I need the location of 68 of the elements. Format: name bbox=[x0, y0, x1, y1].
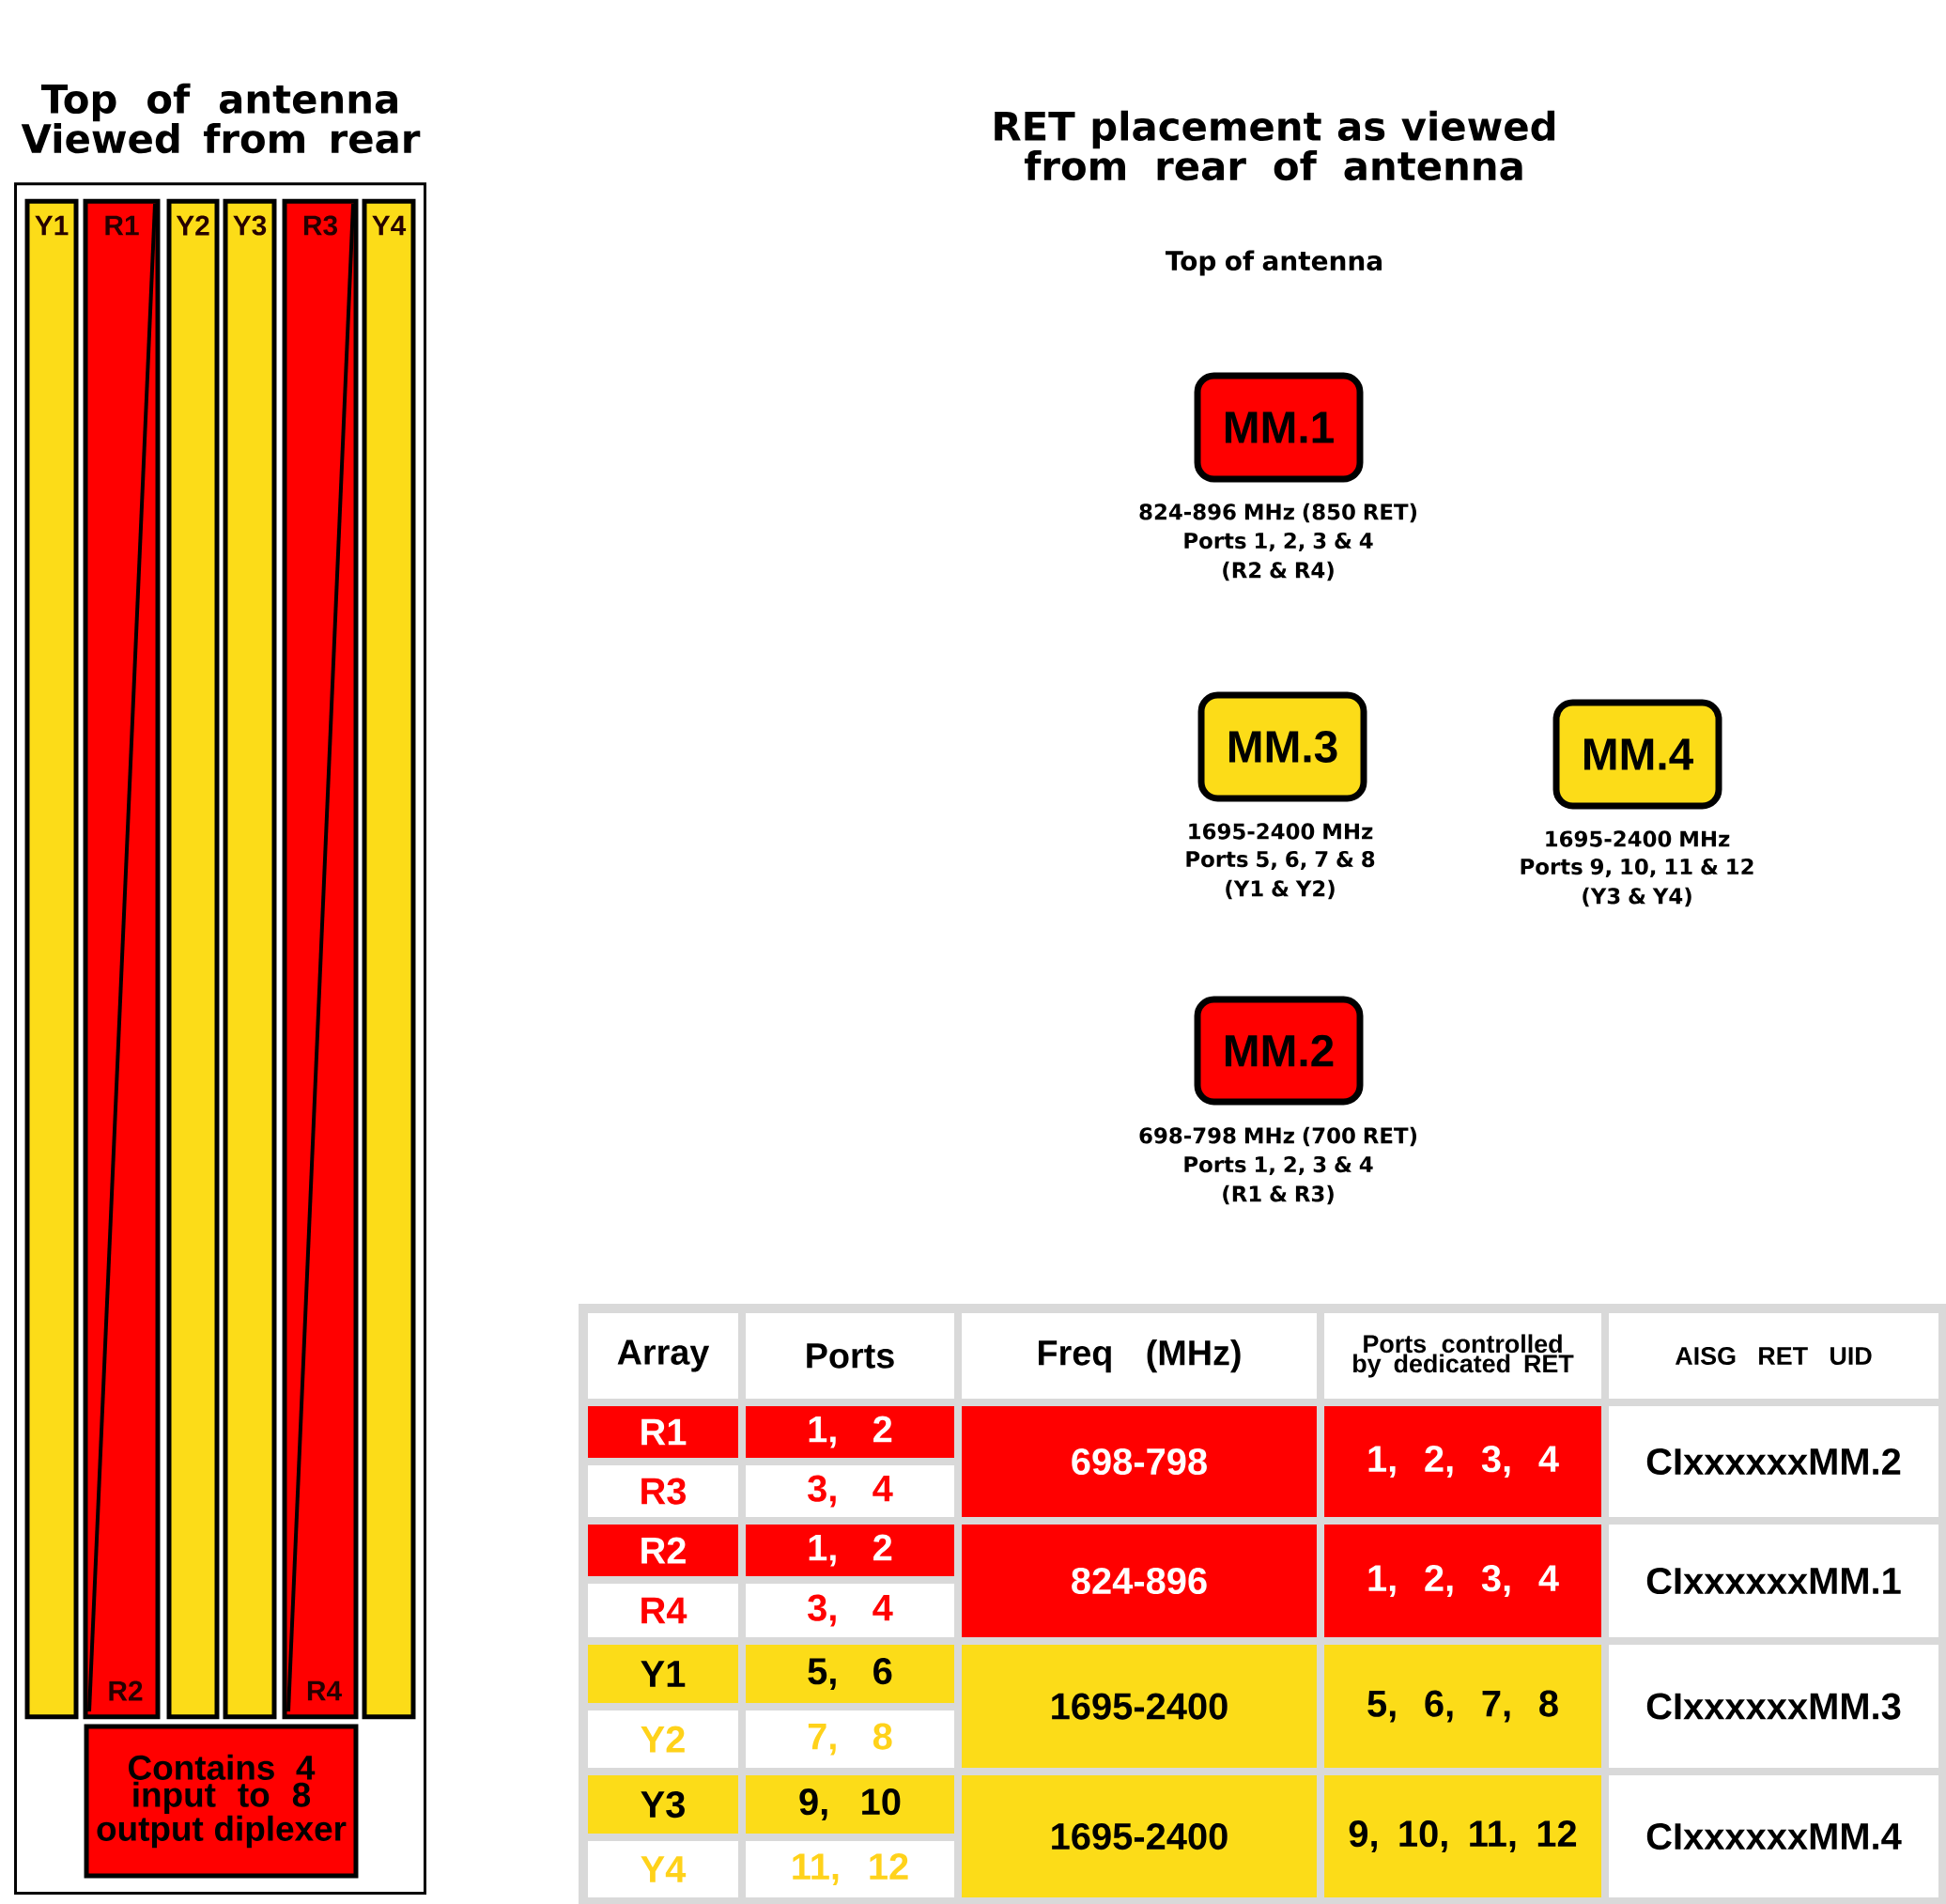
column-label: R3 bbox=[303, 215, 337, 236]
antenna-column bbox=[166, 198, 220, 1720]
table-cell: 698-798 bbox=[962, 1406, 1317, 1517]
table-cell: Y2 bbox=[588, 1711, 738, 1768]
title: RET placement as viewed from rear of antenna bbox=[995, 110, 1555, 181]
table-cell: 1695-2400 bbox=[962, 1775, 1317, 1897]
table-cell: CIxxxxxxMM.4 bbox=[1609, 1775, 1938, 1897]
header-cell: Array bbox=[588, 1313, 738, 1399]
module-box: MM.2 bbox=[1194, 996, 1364, 1106]
table-cell: 3, 4 bbox=[746, 1584, 954, 1637]
antenna-column bbox=[24, 198, 79, 1720]
frequency-note: 1695-2400 MHz bbox=[1189, 823, 1373, 840]
table-cell: 1, 2, 3, 4 bbox=[1324, 1406, 1601, 1517]
table-cell: 1, 2 bbox=[746, 1406, 954, 1458]
table-cell: R2 bbox=[588, 1525, 738, 1576]
table-cell: R1 bbox=[588, 1406, 738, 1458]
frequency-note: Ports 5, 6, 7 & 8 bbox=[1186, 850, 1375, 871]
subheading: Top of antenna bbox=[1166, 250, 1382, 276]
header-cell: Ports bbox=[746, 1313, 954, 1399]
frequency-note: Ports 1, 2, 3 & 4 bbox=[1184, 1155, 1373, 1176]
table-cell: 9, 10 bbox=[746, 1775, 954, 1834]
frequency-note: (Y3 & Y4) bbox=[1583, 887, 1691, 907]
header-cell: Ports controlled by dedicated RET bbox=[1324, 1313, 1601, 1399]
frequency-note: 698-798 MHz (700 RET) bbox=[1139, 1126, 1416, 1147]
frequency-note: Ports 1, 2, 3 & 4 bbox=[1184, 532, 1373, 552]
frequency-note: Ports 9, 10, 11 & 12 bbox=[1521, 858, 1753, 878]
table-cell: 9, 10, 11, 12 bbox=[1324, 1775, 1601, 1897]
table-cell: R4 bbox=[588, 1584, 738, 1637]
table-cell: CIxxxxxxMM.1 bbox=[1609, 1525, 1938, 1637]
table-cell: R3 bbox=[588, 1465, 738, 1517]
table-cell: 11, 12 bbox=[746, 1841, 954, 1897]
diplexer-box: Contains 4 input to 8 output diplexer bbox=[84, 1724, 359, 1879]
table-cell: 824-896 bbox=[962, 1525, 1317, 1637]
column-label: R4 bbox=[307, 1680, 342, 1701]
column-label: Y1 bbox=[35, 215, 69, 236]
module-box: MM.4 bbox=[1552, 699, 1722, 810]
antenna-column bbox=[223, 198, 277, 1720]
frequency-note: 824-896 MHz (850 RET) bbox=[1139, 503, 1416, 523]
table-cell: 1695-2400 bbox=[962, 1645, 1317, 1768]
antenna-outline bbox=[14, 83, 426, 1895]
header-cell: Freq (MHz) bbox=[962, 1313, 1317, 1399]
table-cell: 5, 6, 7, 8 bbox=[1324, 1645, 1601, 1768]
column-label: R1 bbox=[105, 215, 139, 236]
table-cell: Y4 bbox=[588, 1841, 738, 1897]
table-cell: 1, 2 bbox=[746, 1525, 954, 1576]
heading: Top of antenna Viewed from rear bbox=[21, 83, 421, 154]
frequency-note: 1695-2400 MHz bbox=[1546, 830, 1730, 847]
frequency-note: (R2 & R4) bbox=[1223, 561, 1334, 581]
table-cell: Y1 bbox=[588, 1645, 738, 1703]
table-cell: 7, 8 bbox=[746, 1711, 954, 1768]
column-label: R2 bbox=[109, 1680, 143, 1701]
header-cell: AISG RET UID bbox=[1609, 1313, 1938, 1399]
antenna-column bbox=[282, 198, 359, 1720]
table-cell: CIxxxxxxMM.2 bbox=[1609, 1406, 1938, 1517]
table-cell: 3, 4 bbox=[746, 1465, 954, 1517]
antenna-column bbox=[83, 198, 161, 1720]
column-label: Y3 bbox=[233, 215, 267, 236]
column-label: Y2 bbox=[176, 215, 209, 236]
frequency-note: (Y1 & Y2) bbox=[1226, 879, 1335, 900]
module-box: MM.3 bbox=[1197, 691, 1367, 802]
column-label: Y4 bbox=[372, 215, 407, 236]
table-cell: CIxxxxxxMM.3 bbox=[1609, 1645, 1938, 1768]
antenna-column bbox=[362, 198, 416, 1720]
table-cell: Y3 bbox=[588, 1775, 738, 1834]
module-box: MM.1 bbox=[1194, 372, 1364, 483]
table-cell: 1, 2, 3, 4 bbox=[1324, 1525, 1601, 1637]
table-cell: 5, 6 bbox=[746, 1645, 954, 1703]
frequency-note: (R1 & R3) bbox=[1223, 1184, 1334, 1205]
